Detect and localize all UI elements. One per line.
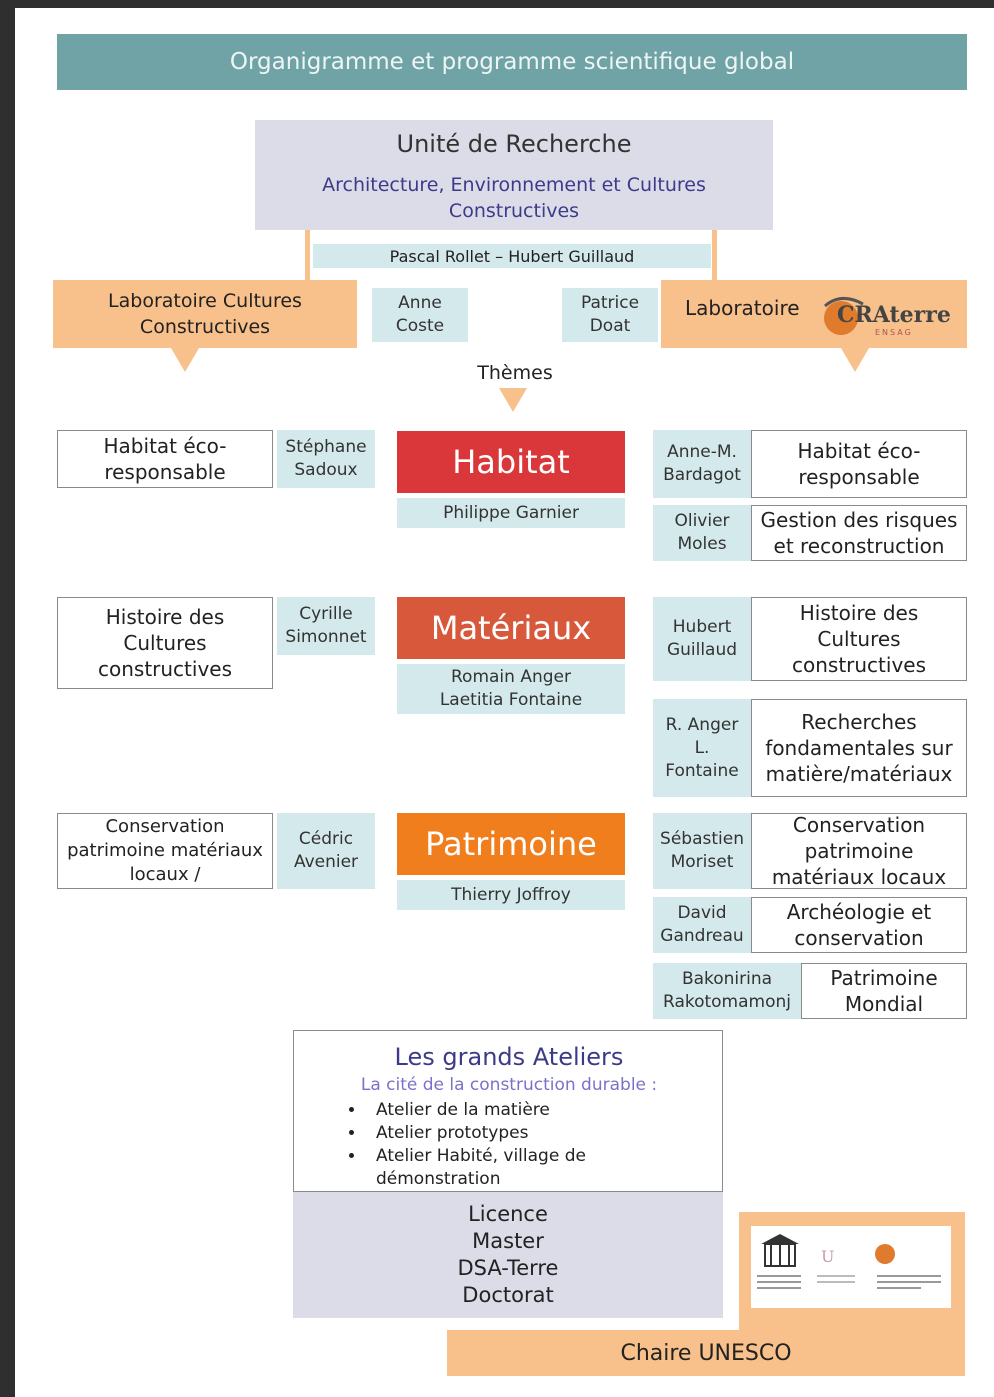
craterre-logo-icon: [824, 297, 864, 335]
chair-logo-panel: U: [739, 1212, 965, 1332]
theme-materiaux-lead: Romain Anger Laetitia Fontaine: [397, 664, 625, 714]
connector-left: [305, 230, 310, 282]
right-topic-person: Sébastien Moriset: [653, 813, 751, 889]
lab-right-label: Laboratoire: [685, 296, 800, 320]
right-topic-box: Habitat éco-responsable: [751, 430, 967, 498]
right-topic-person: Anne-M. Bardagot: [653, 430, 751, 498]
right-topic-box: Recherches fondamentales sur matière/mat…: [751, 699, 967, 797]
themes-arrow: [499, 388, 527, 412]
themes-label: Thèmes: [477, 362, 553, 384]
degree-item: Licence: [468, 1202, 548, 1226]
unit-directors: Pascal Rollet – Hubert Guillaud: [313, 244, 711, 268]
connector-right: [712, 230, 717, 282]
right-topic-box: Archéologie et conservation: [751, 897, 967, 953]
logo-subtext: ENSAG: [875, 328, 913, 337]
left-topic-person: Stéphane Sadoux: [277, 430, 375, 488]
left-topic-box: Histoire des Cultures constructives: [57, 597, 273, 689]
lab-right: Laboratoire CRAterre ENSAG: [661, 280, 967, 348]
organigram-page: Organigramme et programme scientifique g…: [15, 8, 994, 1397]
lab-left: Laboratoire Cultures Constructives: [53, 280, 357, 348]
craterre-logo: CRAterre ENSAG: [817, 288, 957, 342]
workshops-title: Les grands Ateliers: [394, 1043, 624, 1071]
left-topic-box: Conservation patrimoine matériaux locaux…: [57, 813, 273, 889]
theme-patrimoine: Patrimoine: [397, 813, 625, 875]
workshop-item: Atelier de la matière: [366, 1099, 642, 1122]
right-topic-person: Hubert Guillaud: [653, 597, 751, 681]
right-topic-box: Conservation patrimoine matériaux locaux: [751, 813, 967, 889]
degree-item: DSA-Terre: [457, 1256, 559, 1280]
svg-text:U: U: [821, 1247, 834, 1266]
degrees-box: Licence Master DSA-Terre Doctorat: [293, 1192, 723, 1318]
lab-right-head: Patrice Doat: [562, 288, 658, 342]
workshop-item: Atelier prototypes: [366, 1122, 642, 1145]
right-topic-person: David Gandreau: [653, 897, 751, 953]
theme-habitat-lead: Philippe Garnier: [397, 498, 625, 528]
right-topic-person: Bakonirina Rakotomamonj: [653, 963, 801, 1019]
lab-left-arrow: [171, 348, 199, 372]
right-topic-box: Patrimoine Mondial: [801, 963, 967, 1019]
workshop-item: Atelier Habité, village de démonstration: [366, 1145, 642, 1191]
theme-habitat: Habitat: [397, 431, 625, 493]
left-topic-person: Cyrille Simonnet: [277, 597, 375, 655]
workshops-box: Les grands Ateliers La cité de la constr…: [293, 1030, 723, 1192]
right-topic-box: Gestion des risques et reconstruction: [751, 505, 967, 561]
lab-left-label: Laboratoire Cultures Constructives: [108, 290, 302, 338]
right-topic-person: R. Anger L. Fontaine: [653, 699, 751, 797]
lab-left-head: Anne Coste: [372, 288, 468, 342]
research-unit-subtitle: Architecture, Environnement et Cultures …: [322, 174, 706, 222]
theme-materiaux: Matériaux: [397, 597, 625, 659]
chair-logos: U: [751, 1226, 951, 1308]
research-unit-box: Unité de Recherche Architecture, Environ…: [255, 120, 773, 230]
left-topic-person: Cédric Avenier: [277, 813, 375, 889]
lab-right-arrow: [841, 348, 869, 372]
degree-item: Master: [472, 1229, 544, 1253]
chair-unesco-label: Chaire UNESCO: [447, 1330, 965, 1376]
diagram-title: Organigramme et programme scientifique g…: [57, 34, 967, 90]
workshops-subtitle: La cité de la construction durable :: [360, 1075, 658, 1095]
unesco-logo-icon: U: [757, 1234, 941, 1289]
logo-text: CRAterre: [837, 302, 951, 328]
degree-item: Doctorat: [462, 1283, 554, 1307]
research-unit-title: Unité de Recherche: [396, 130, 632, 158]
theme-patrimoine-lead: Thierry Joffroy: [397, 880, 625, 910]
left-topic-box: Habitat éco-responsable: [57, 430, 273, 488]
right-topic-box: Histoire des Cultures constructives: [751, 597, 967, 681]
right-topic-person: Olivier Moles: [653, 505, 751, 561]
workshops-list: Atelier de la matière Atelier prototypes…: [342, 1099, 642, 1191]
